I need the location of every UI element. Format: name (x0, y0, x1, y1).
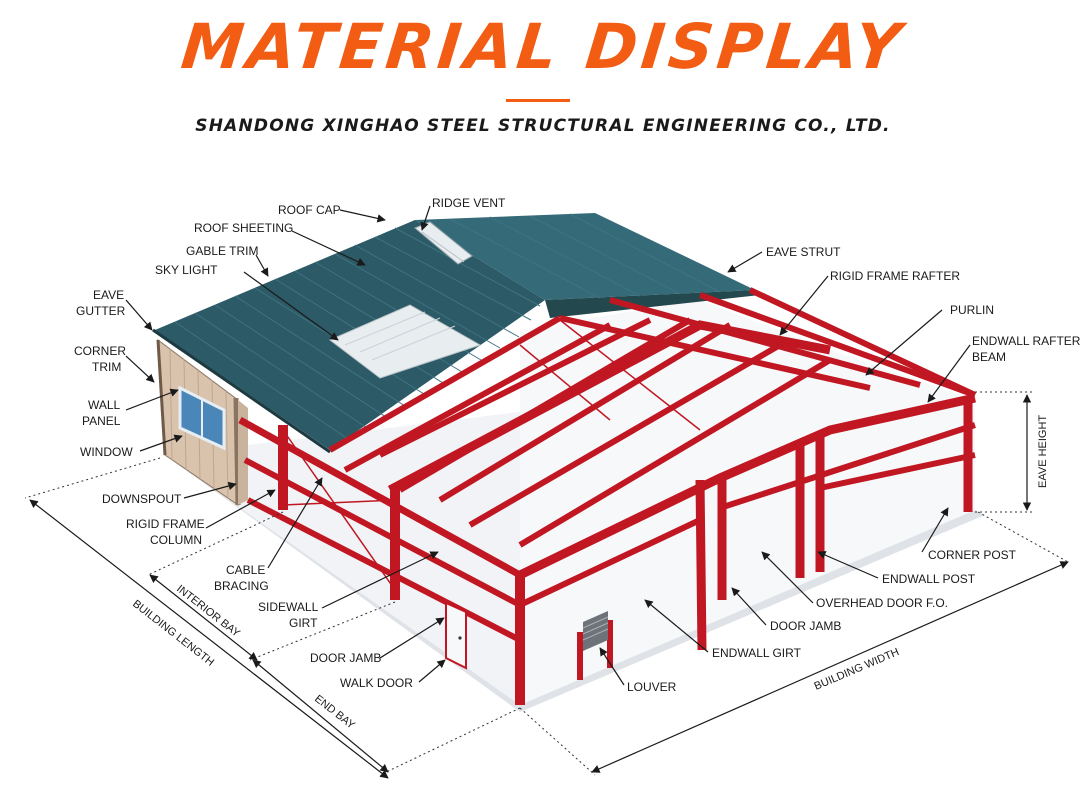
callout-labels: ROOF CAP RIDGE VENT ROOF SHEETING GABLE … (74, 196, 1081, 694)
label-eave-strut: EAVE STRUT (766, 245, 841, 259)
dimension-lines (24, 391, 1069, 779)
label-sidewall-girt-line2: GIRT (289, 616, 318, 630)
sky-light (329, 304, 482, 379)
label-overhead-door: OVERHEAD DOOR F.O. (816, 596, 948, 610)
label-rigid-frame-column-line1: RIGID FRAME (126, 517, 205, 531)
label-walk-door: WALK DOOR (340, 676, 413, 690)
label-roof-cap: ROOF CAP (278, 203, 341, 217)
window (178, 385, 226, 451)
label-gable-trim: GABLE TRIM (186, 244, 258, 258)
company-subtitle: SHANDONG XINGHAO STEEL STRUCTURAL ENGINE… (195, 116, 891, 136)
label-louver: LOUVER (627, 680, 677, 694)
label-ridge-vent: RIDGE VENT (432, 196, 506, 210)
label-eave-height: EAVE HEIGHT (1037, 415, 1049, 488)
label-rigid-frame-rafter: RIGID FRAME RAFTER (830, 269, 960, 283)
corner-trim (156, 339, 167, 456)
label-cable-bracing-line1: CABLE (226, 563, 265, 577)
label-eave-gutter-line2: GUTTER (76, 304, 126, 318)
label-sidewall-girt-line1: SIDEWALL (258, 600, 319, 614)
label-corner-trim-line1: CORNER (74, 344, 126, 358)
label-door-jamb-right: DOOR JAMB (770, 619, 841, 633)
eave-gutter (152, 328, 331, 454)
label-door-jamb-left: DOOR JAMB (310, 651, 381, 665)
label-endwall-girt: ENDWALL GIRT (712, 646, 802, 660)
label-corner-trim-line2: TRIM (92, 360, 121, 374)
label-purlin: PURLIN (950, 303, 994, 317)
label-corner-post: CORNER POST (928, 548, 1017, 562)
label-window: WINDOW (80, 445, 133, 459)
label-end-bay: END BAY (312, 693, 357, 732)
gable-wall (238, 400, 248, 505)
title-underline (506, 99, 570, 102)
label-cable-bracing-line2: BRACING (214, 579, 269, 593)
label-rigid-frame-column-line2: COLUMN (150, 533, 202, 547)
label-downspout: DOWNSPOUT (102, 492, 182, 506)
leader-lines (125, 205, 971, 686)
walk-door (445, 601, 467, 670)
label-roof-sheeting: ROOF SHEETING (194, 221, 293, 235)
label-wall-panel-line2: PANEL (82, 414, 121, 428)
label-sky-light: SKY LIGHT (155, 263, 218, 277)
label-endwall-post: ENDWALL POST (882, 572, 976, 586)
label-wall-panel-line1: WALL (88, 398, 121, 412)
label-endwall-rafter-beam-line2: BEAM (972, 350, 1006, 364)
label-eave-gutter-line1: EAVE (93, 288, 124, 302)
label-endwall-rafter-beam-line1: ENDWALL RAFTER (972, 334, 1081, 348)
downspout (233, 397, 241, 506)
